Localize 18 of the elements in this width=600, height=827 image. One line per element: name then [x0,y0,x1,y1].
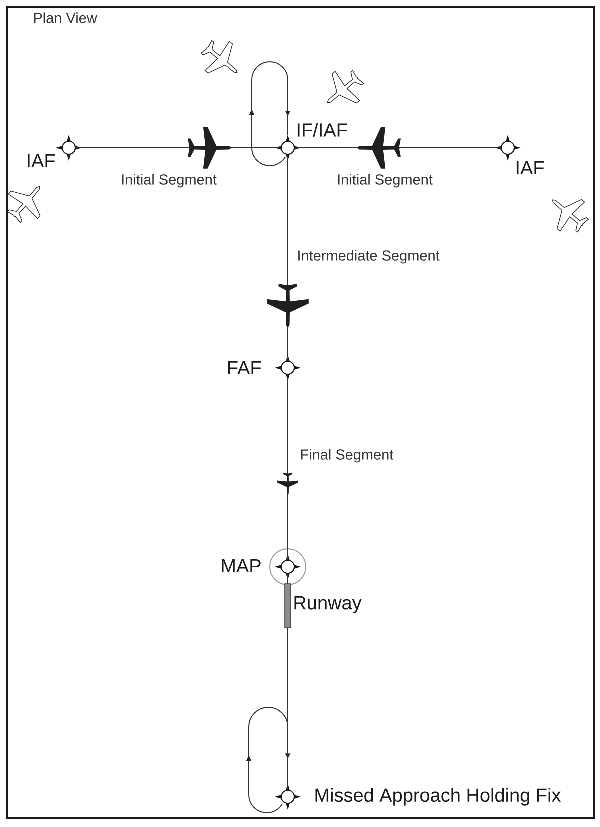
edge-label: Final Segment [299,448,395,464]
fix-symbol [275,554,301,580]
runway-label: Runway [294,596,362,614]
fix-label: IAF [516,161,544,175]
edge-label: Initial Segment [336,173,434,189]
fix-label: MAP [222,559,261,573]
fix-label: Missed Approach Holding Fix [316,788,562,806]
fix-label: FAF [228,361,262,375]
fix-label: IF/IAF [298,123,348,137]
fix-symbol [56,135,82,161]
title: Plan View [34,12,98,24]
edge-label: Intermediate Segment [296,249,441,265]
edge-label: Initial Segment [120,173,218,189]
fix-symbol [275,784,301,810]
fix-symbol [495,135,521,161]
fix-label: IAF [28,154,56,168]
fix-symbol [275,355,301,381]
fix-symbol [275,135,301,161]
